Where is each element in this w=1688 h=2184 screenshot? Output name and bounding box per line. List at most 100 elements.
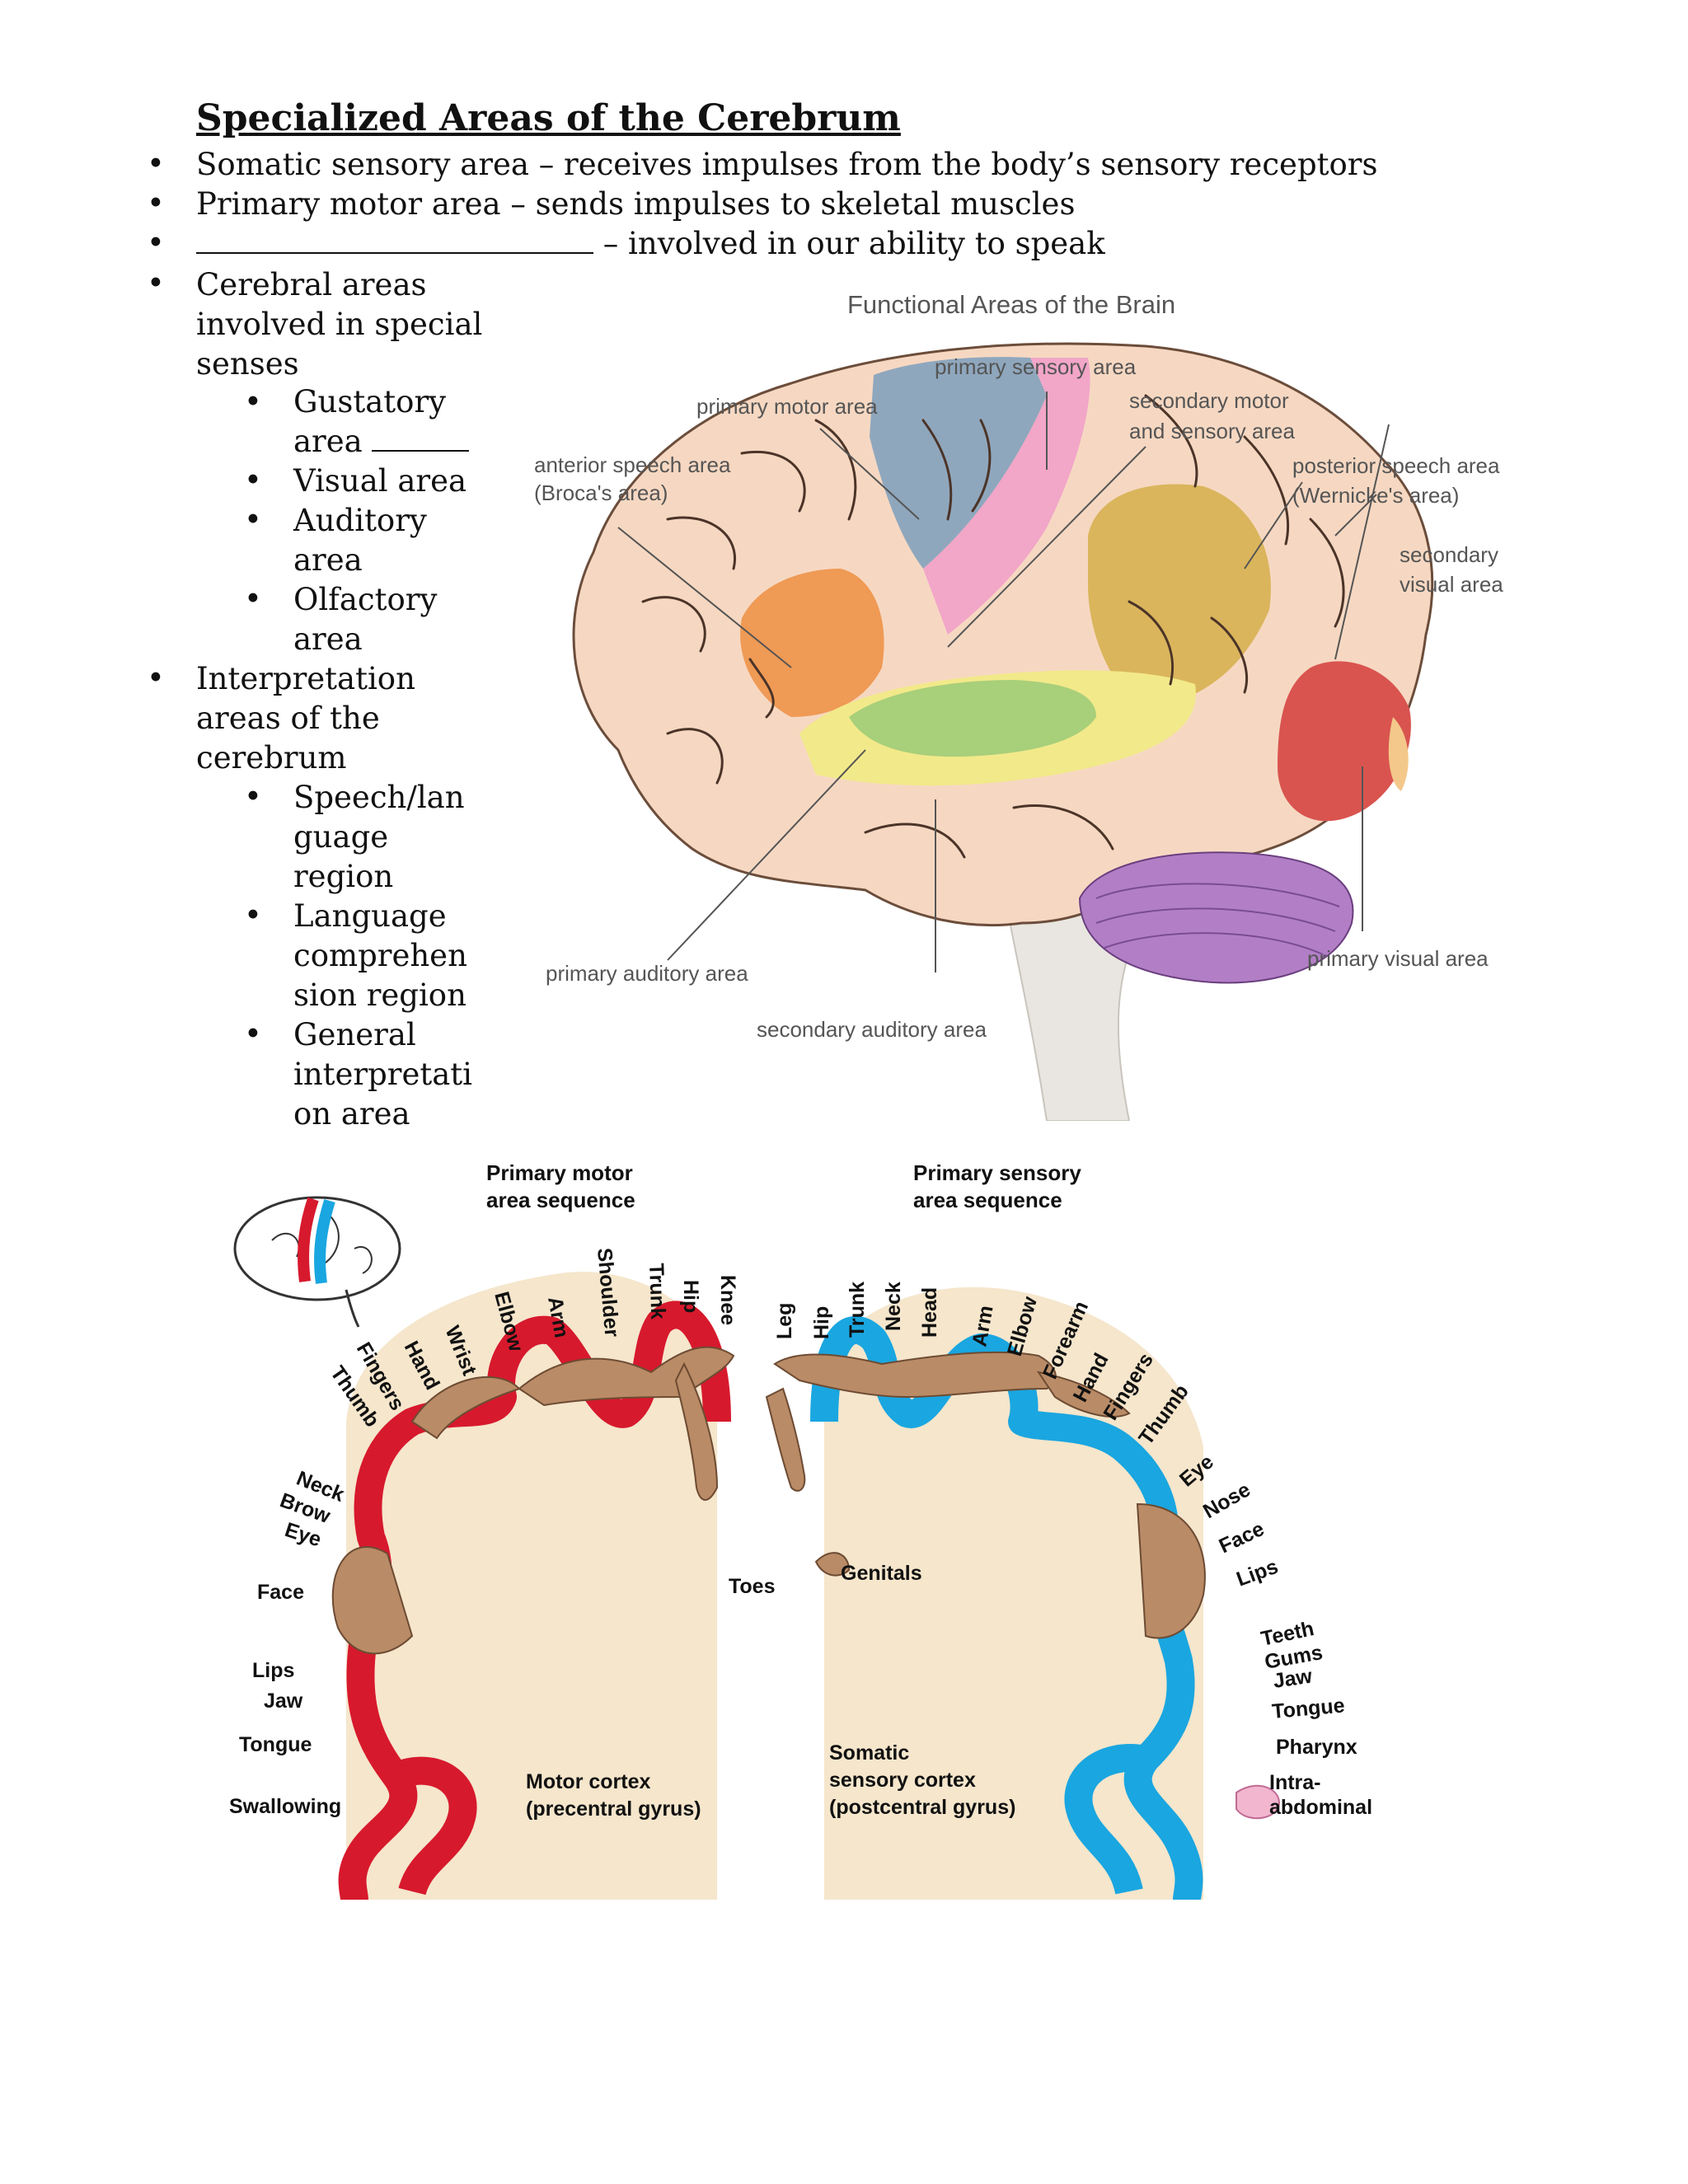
- label-posterior-speech-line1: posterior speech area: [1292, 453, 1500, 478]
- bullet-dot: •: [147, 225, 165, 260]
- bullet-dot: •: [147, 185, 165, 221]
- motor-label-toes: Toes: [729, 1575, 776, 1598]
- bullet-line: senses: [196, 346, 299, 382]
- bullet-line: involved in special: [196, 307, 483, 342]
- label-primary-sensory: primary sensory area: [935, 354, 1137, 379]
- sensory-label-intra: Intra-: [1269, 1771, 1321, 1794]
- sub-bullet-dot: •: [244, 581, 262, 616]
- sub-bullet-general-interpretation: General interpretati on area: [293, 1015, 508, 1134]
- sensory-cortex-caption-line2: sensory cortex: [829, 1769, 976, 1792]
- sensory-area: [923, 358, 1090, 635]
- label-secondary-motor-line1: secondary motor: [1129, 388, 1289, 413]
- bullet-dot: •: [147, 660, 165, 696]
- bullet-line: areas of the: [196, 701, 380, 736]
- cerebellum-folds: [1095, 883, 1340, 955]
- diagram-title: Functional Areas of the Brain: [847, 290, 1175, 319]
- bullet-line: Auditory: [293, 503, 427, 538]
- label-secondary-visual-line1: secondary: [1400, 542, 1498, 567]
- sub-bullet-dot: •: [244, 462, 262, 498]
- motor-label-trunk: Trunk: [645, 1263, 669, 1319]
- sensory-homunculus-figure: [765, 1351, 1206, 1639]
- sensory-label-jaw: Jaw: [1272, 1665, 1314, 1693]
- bullet-speech-text: – involved in our ability to speak: [603, 226, 1105, 261]
- motor-cortex-caption-line1: Motor cortex: [526, 1770, 651, 1793]
- motor-cortex-caption-line2: (precentral gyrus): [526, 1797, 701, 1821]
- sensory-label-tongue: Tongue: [1271, 1694, 1346, 1723]
- sub-bullet-dot: •: [244, 779, 262, 814]
- motor-sequence-title-line2: area sequence: [486, 1188, 635, 1212]
- cerebellum: [1078, 851, 1354, 984]
- sensory-label-nose: Nose: [1199, 1478, 1254, 1523]
- sensory-cortex-fold: [1064, 1744, 1149, 1896]
- sensory-label-trunk: Trunk: [846, 1282, 869, 1338]
- label-primary-visual: primary visual area: [1307, 946, 1489, 971]
- intra-abdominal-organ: [1236, 1784, 1280, 1820]
- label-secondary-motor-line2: and sensory area: [1129, 419, 1295, 443]
- motor-homunculus-figure: [331, 1346, 735, 1655]
- sub-bullet-dot: •: [244, 898, 262, 933]
- primary-auditory-area: [849, 680, 1096, 757]
- bullet-dot: •: [147, 146, 165, 181]
- motor-label-jaw: Jaw: [264, 1690, 303, 1713]
- bullet-line: interpretati: [293, 1057, 473, 1092]
- sub-bullet-speech-language: Speech/lan guage region: [293, 778, 508, 897]
- sub-bullet-dot: •: [244, 1016, 262, 1052]
- bullet-line: region: [293, 859, 394, 894]
- sub-bullet-olfactory: Olfactory area: [293, 580, 508, 659]
- sensory-sequence-title-line2: area sequence: [913, 1188, 1062, 1212]
- sulci: [641, 394, 1345, 859]
- label-anterior-speech-line1: anterior speech area: [534, 452, 731, 477]
- label-secondary-auditory: secondary auditory area: [757, 1017, 987, 1042]
- page-title: Specialized Areas of the Cerebrum: [196, 97, 901, 139]
- sub-bullet-gustatory: Gustatory area: [293, 382, 508, 462]
- secondary-visual-area: [1278, 661, 1411, 822]
- motor-label-tongue: Tongue: [239, 1733, 312, 1756]
- bullet-line: area: [293, 621, 363, 657]
- sub-bullet-auditory: Auditory area: [293, 501, 508, 580]
- sensory-label-lips: Lips: [1233, 1555, 1281, 1591]
- bullet-line: Olfactory: [293, 582, 438, 617]
- motor-label-lips: Lips: [252, 1659, 294, 1682]
- sensory-label-abdominal: abdominal: [1269, 1796, 1372, 1819]
- sub-bullet-dot: •: [244, 384, 262, 419]
- fill-in-blank[interactable]: [196, 224, 593, 254]
- fill-in-blank[interactable]: [372, 425, 470, 452]
- sensory-label-neck: Neck: [882, 1282, 905, 1331]
- bullet-line: Speech/lan: [293, 780, 465, 815]
- motor-label-hip: Hip: [679, 1280, 702, 1313]
- sensory-label-face: Face: [1216, 1517, 1268, 1558]
- sensory-sequence-title-line1: Primary sensory: [913, 1160, 1081, 1185]
- bullet-line: guage: [293, 819, 389, 855]
- motor-area: [870, 357, 1047, 569]
- label-primary-auditory: primary auditory area: [546, 961, 748, 986]
- bullet-line: General: [293, 1017, 416, 1052]
- leader-lines: [617, 391, 1390, 972]
- sub-bullet-visual: Visual area: [293, 463, 467, 499]
- motor-label-swallowing: Swallowing: [229, 1795, 341, 1818]
- sensory-label-leg: Leg: [773, 1303, 796, 1339]
- brain-inset-icon: [233, 1196, 401, 1328]
- label-primary-motor: primary motor area: [696, 394, 878, 419]
- sensory-label-hip: Hip: [810, 1306, 833, 1339]
- label-anterior-speech-line2: (Broca's area): [534, 480, 668, 505]
- motor-label-face: Face: [257, 1581, 304, 1604]
- label-posterior-speech-line2: (Wernicke's area): [1292, 483, 1459, 508]
- sensory-cortex-caption-line1: Somatic: [829, 1741, 909, 1765]
- sub-bullet-dot: •: [244, 502, 262, 537]
- cortex-captions: Motor cortex (precentral gyrus) Somatic …: [526, 1741, 1015, 1821]
- bullet-special-senses: Cerebral areas involved in special sense…: [196, 265, 509, 384]
- sensory-label-genitals: Genitals: [841, 1562, 922, 1585]
- bullet-line: area: [293, 422, 508, 462]
- wernicke-area: [1088, 484, 1271, 709]
- bullet-interpretation: Interpretation areas of the cerebrum: [196, 659, 509, 778]
- label-secondary-visual-line2: visual area: [1400, 572, 1503, 597]
- motor-cortex-fold: [390, 1756, 477, 1896]
- bullet-line: Interpretation: [196, 661, 415, 696]
- primary-visual-area: [1388, 717, 1409, 791]
- motor-sequence-title-line1: Primary motor: [486, 1160, 633, 1185]
- bullet-line: Cerebral areas: [196, 267, 427, 302]
- bullet-line: on area: [293, 1096, 410, 1132]
- bullet-line: Gustatory: [293, 384, 447, 419]
- bullet-line-text: area: [293, 424, 363, 459]
